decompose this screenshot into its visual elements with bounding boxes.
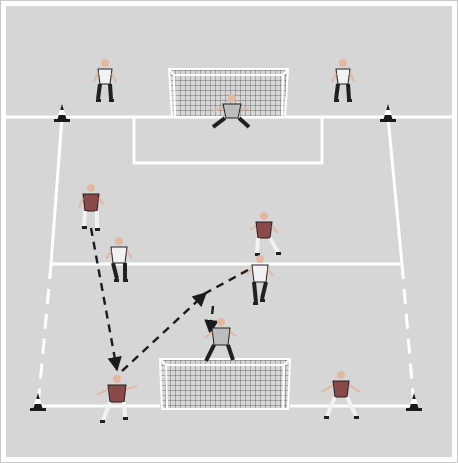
bottom-goal: [160, 359, 290, 409]
